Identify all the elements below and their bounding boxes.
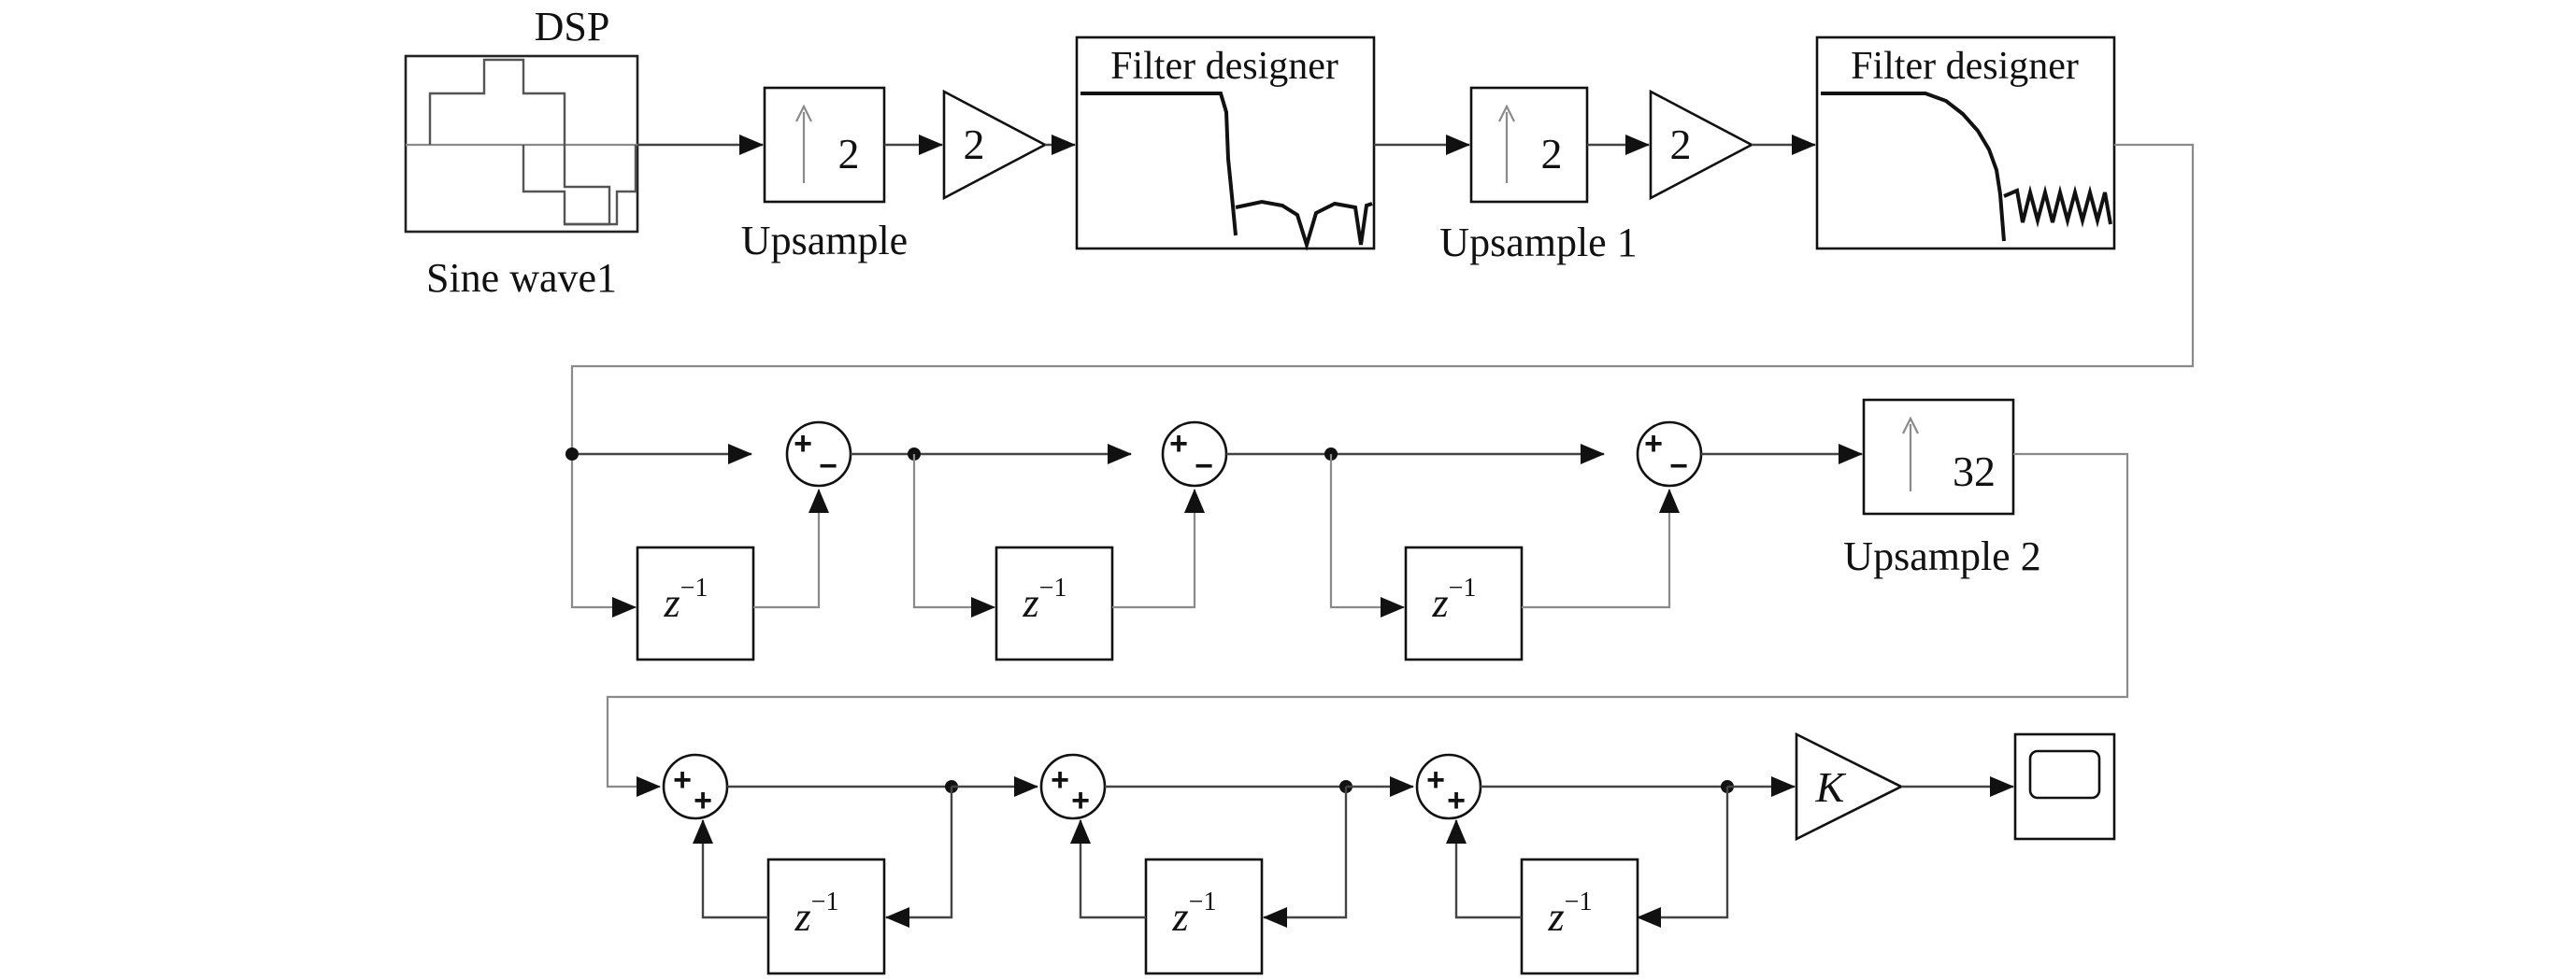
integrator-delay-1[interactable] (766, 858, 886, 975)
gain-1-block[interactable] (1649, 89, 1754, 201)
integrator-stage-2: + + z−1 (1039, 753, 1414, 975)
comb-delay-1-text: z−1 (664, 574, 708, 626)
filter-designer-1-label: Filter designer (1851, 45, 2079, 88)
integrator-sum-3-plus-a: + (1426, 762, 1445, 798)
upsample-2-block[interactable] (1862, 398, 2015, 516)
integrator-delay-1-text: z−1 (794, 888, 839, 940)
comb-delay-1[interactable] (636, 546, 755, 661)
comb-stage-1: + − z−1 (565, 420, 914, 661)
upsample-1-label: Upsample 1 (1439, 220, 1637, 265)
gain-1-value: 2 (1670, 121, 1692, 168)
gain-k-value: K (1815, 763, 1847, 811)
integrator-sum-2-plus-b: + (1071, 783, 1090, 818)
integrator-delay-3-text: z−1 (1548, 888, 1593, 940)
upsample-1-factor: 2 (1541, 130, 1563, 178)
comb-delay-2-text: z−1 (1023, 574, 1067, 626)
integrator-stage-1: + + z−1 (662, 753, 1038, 975)
integrator-delay-2-text: z−1 (1172, 888, 1217, 940)
scope-screen-icon (2028, 749, 2101, 800)
comb-delay-3[interactable] (1404, 546, 1524, 661)
comb-sum-3-plus: + (1644, 426, 1663, 462)
integrator-sum-2-plus-a: + (1051, 762, 1069, 798)
upsample-1-block[interactable] (1469, 86, 1589, 204)
integrator-delay-2[interactable] (1144, 858, 1264, 975)
integrator-sum-3-plus-b: + (1447, 783, 1466, 818)
filter-designer-label: Filter designer (1110, 45, 1338, 88)
gain-block[interactable] (942, 89, 1048, 201)
integrator-sum-1-plus-a: + (673, 762, 692, 798)
comb-sum-2-plus: + (1169, 426, 1188, 462)
comb-delay-3-text: z−1 (1432, 574, 1477, 626)
integrator-stage-3: + + z−1 (1415, 753, 1796, 975)
sine-wave-source[interactable] (404, 54, 639, 234)
upsample-2-factor: 32 (1953, 447, 1996, 495)
comb-sum-3-minus: − (1669, 448, 1688, 484)
upsample-2-label: Upsample 2 (1843, 533, 2040, 579)
upsample-factor: 2 (838, 130, 860, 178)
comb-delay-2[interactable] (995, 546, 1114, 661)
comb-sum-2-minus: − (1195, 448, 1213, 484)
gain-k-block[interactable] (1795, 731, 1904, 842)
integrator-sum-1-plus-b: + (694, 783, 712, 818)
comb-stage-3: + − z−1 (1324, 420, 1863, 661)
gain-value: 2 (964, 121, 985, 168)
filter-designer-block[interactable] (1075, 36, 1376, 251)
comb-stage-2: + − z−1 (908, 420, 1331, 661)
comb-sum-1-plus: + (794, 426, 812, 462)
integrator-delay-3[interactable] (1520, 858, 1639, 975)
comb-sum-1-minus: − (819, 448, 837, 484)
filter-designer-1-block[interactable] (1815, 36, 2116, 250)
upsample-label: Upsample (741, 218, 908, 263)
diagram-title: DSP (535, 4, 610, 50)
scope-block[interactable] (2013, 732, 2116, 841)
source-label: Sine wave1 (426, 255, 617, 301)
upsample-block[interactable] (763, 86, 886, 204)
